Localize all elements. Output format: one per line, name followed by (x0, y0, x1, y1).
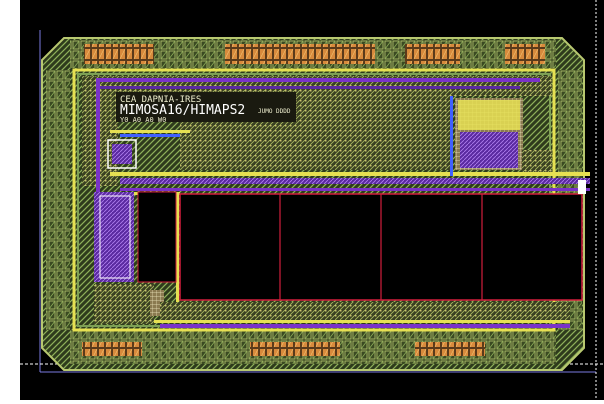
left-pad-column (46, 70, 70, 330)
yellow-bus (110, 172, 590, 176)
pixel-matrix (179, 193, 583, 301)
label-line3: Y0 A0 A0 W0 (120, 116, 166, 124)
label-line1: CEA DAPNIA-IRES (120, 95, 201, 105)
label-block (116, 92, 296, 122)
label-side: JUMO DDDD (258, 108, 291, 115)
purple-bus (100, 78, 540, 82)
left-readout-block (94, 192, 134, 282)
label-line2: MIMOSA16/HIMAPS2 (120, 103, 245, 118)
bottom-logic-strip (160, 302, 570, 320)
